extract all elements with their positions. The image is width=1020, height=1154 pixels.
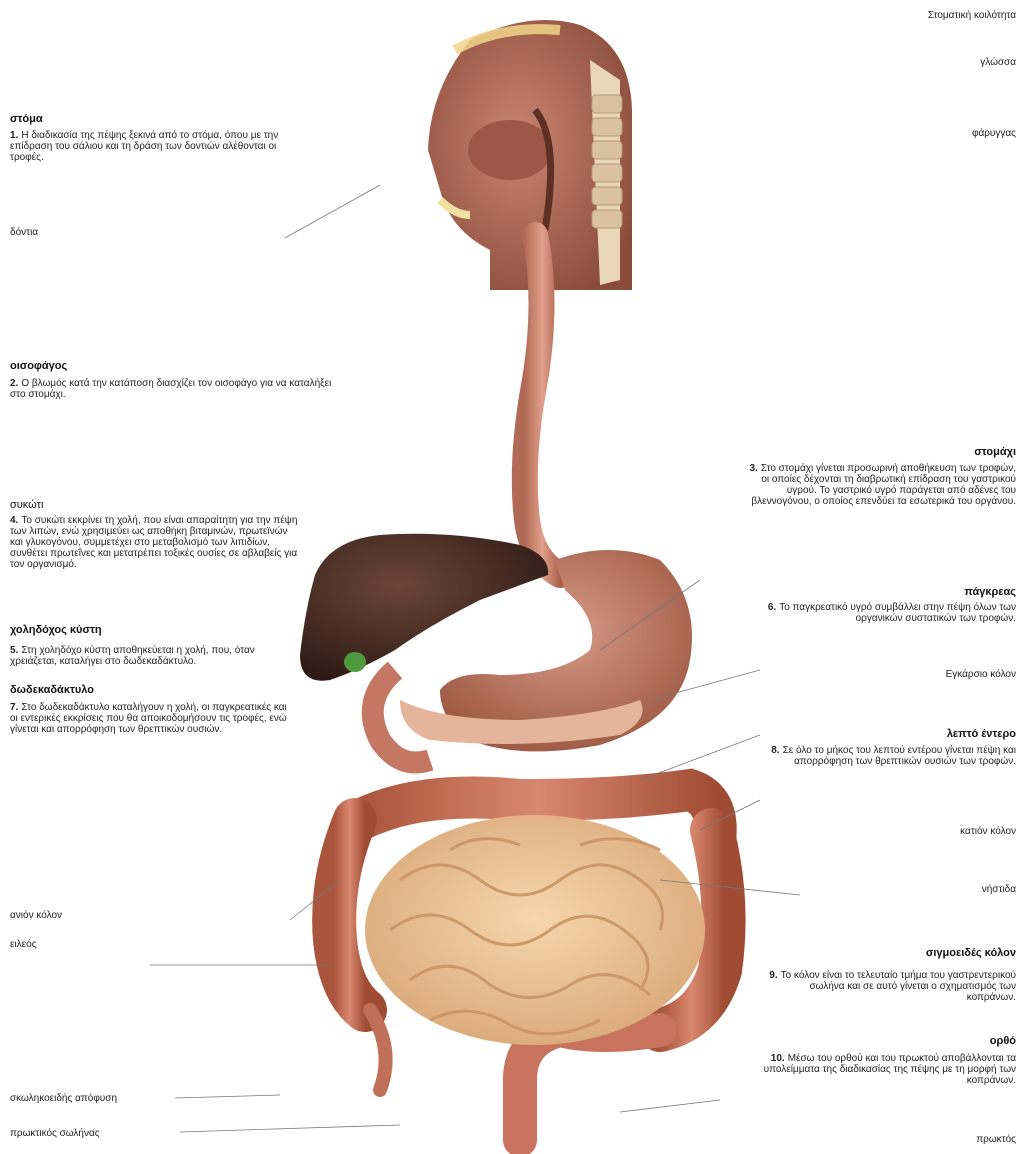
text-pancreas: 6.Το παγκρεατικό υγρό συμβάλλει στην πέψ…	[756, 602, 1016, 624]
heading-esophagus: οισοφάγος	[10, 360, 67, 373]
label-pharynx: φάρυγγας	[972, 128, 1016, 140]
heading-mouth: στόμα	[10, 113, 43, 126]
text-liver: 4.Το συκώτι εκκρίνει τη χολή, που είναι …	[10, 515, 300, 570]
small-intestine	[365, 815, 705, 1045]
ascending-colon	[334, 820, 365, 1010]
gallbladder	[344, 652, 366, 672]
label-appendix: σκωληκοειδής απόφυση	[10, 1093, 117, 1105]
heading-rectum: ορθό	[990, 1035, 1016, 1048]
label-oral-cavity: Στοματική κοιλότητα	[928, 10, 1016, 22]
rectum	[520, 1030, 660, 1140]
text-sigmoid-colon: 9.Το κόλον είναι το τελευταίο τμήμα του …	[761, 970, 1016, 1003]
text-duodenum: 7.Στο δωδεκαδάκτυλο καταλήγουν η χολή, ο…	[10, 702, 295, 735]
heading-sigmoid-colon: σιγμοειδές κόλον	[926, 947, 1016, 960]
appendix	[370, 1010, 386, 1090]
text-esophagus: 2.Ο βλωμός κατά την κατάποση διασχίζει τ…	[10, 378, 340, 400]
label-teeth: δόντια	[10, 227, 38, 239]
label-transverse-colon: Εγκάρσιο κόλον	[946, 669, 1016, 681]
label-anus: πρωκτός	[976, 1134, 1016, 1146]
heading-gallbladder: χοληδόχος κύστη	[10, 624, 102, 637]
text-small-intestine: 8.Σε όλο το μήκος του λεπτού εντέρου γίν…	[761, 745, 1016, 767]
label-anal-canal: πρωκτικός σωλήνας	[10, 1128, 100, 1140]
heading-duodenum: δωδεκαδάκτυλο	[10, 684, 94, 697]
label-jejunum: νήστιδα	[982, 884, 1016, 896]
liver	[300, 534, 548, 681]
text-gallbladder: 5.Στη χοληδόχο κύστη αποθηκεύεται η χολή…	[10, 645, 275, 667]
text-rectum: 10.Μέσω του ορθού και του πρωκτού αποβάλ…	[754, 1053, 1016, 1086]
heading-liver: συκώτι	[10, 499, 43, 512]
label-ileum: ειλεός	[10, 939, 37, 951]
heading-pancreas: πάγκρεας	[964, 586, 1016, 599]
text-stomach: 3.Στο στομάχι γίνεται προσωρινή αποθήκευ…	[746, 463, 1016, 507]
label-tongue: γλώσσα	[980, 57, 1016, 69]
label-ascending-colon: ανιόν κόλον	[10, 910, 62, 922]
text-mouth: 1.Η διαδικασία της πέψης ξεκινά από το σ…	[10, 130, 280, 163]
heading-small-intestine: λεπτό έντερο	[947, 728, 1016, 741]
label-descending-colon: κατιόν κόλον	[960, 826, 1016, 838]
heading-stomach: στομάχι	[974, 446, 1016, 459]
